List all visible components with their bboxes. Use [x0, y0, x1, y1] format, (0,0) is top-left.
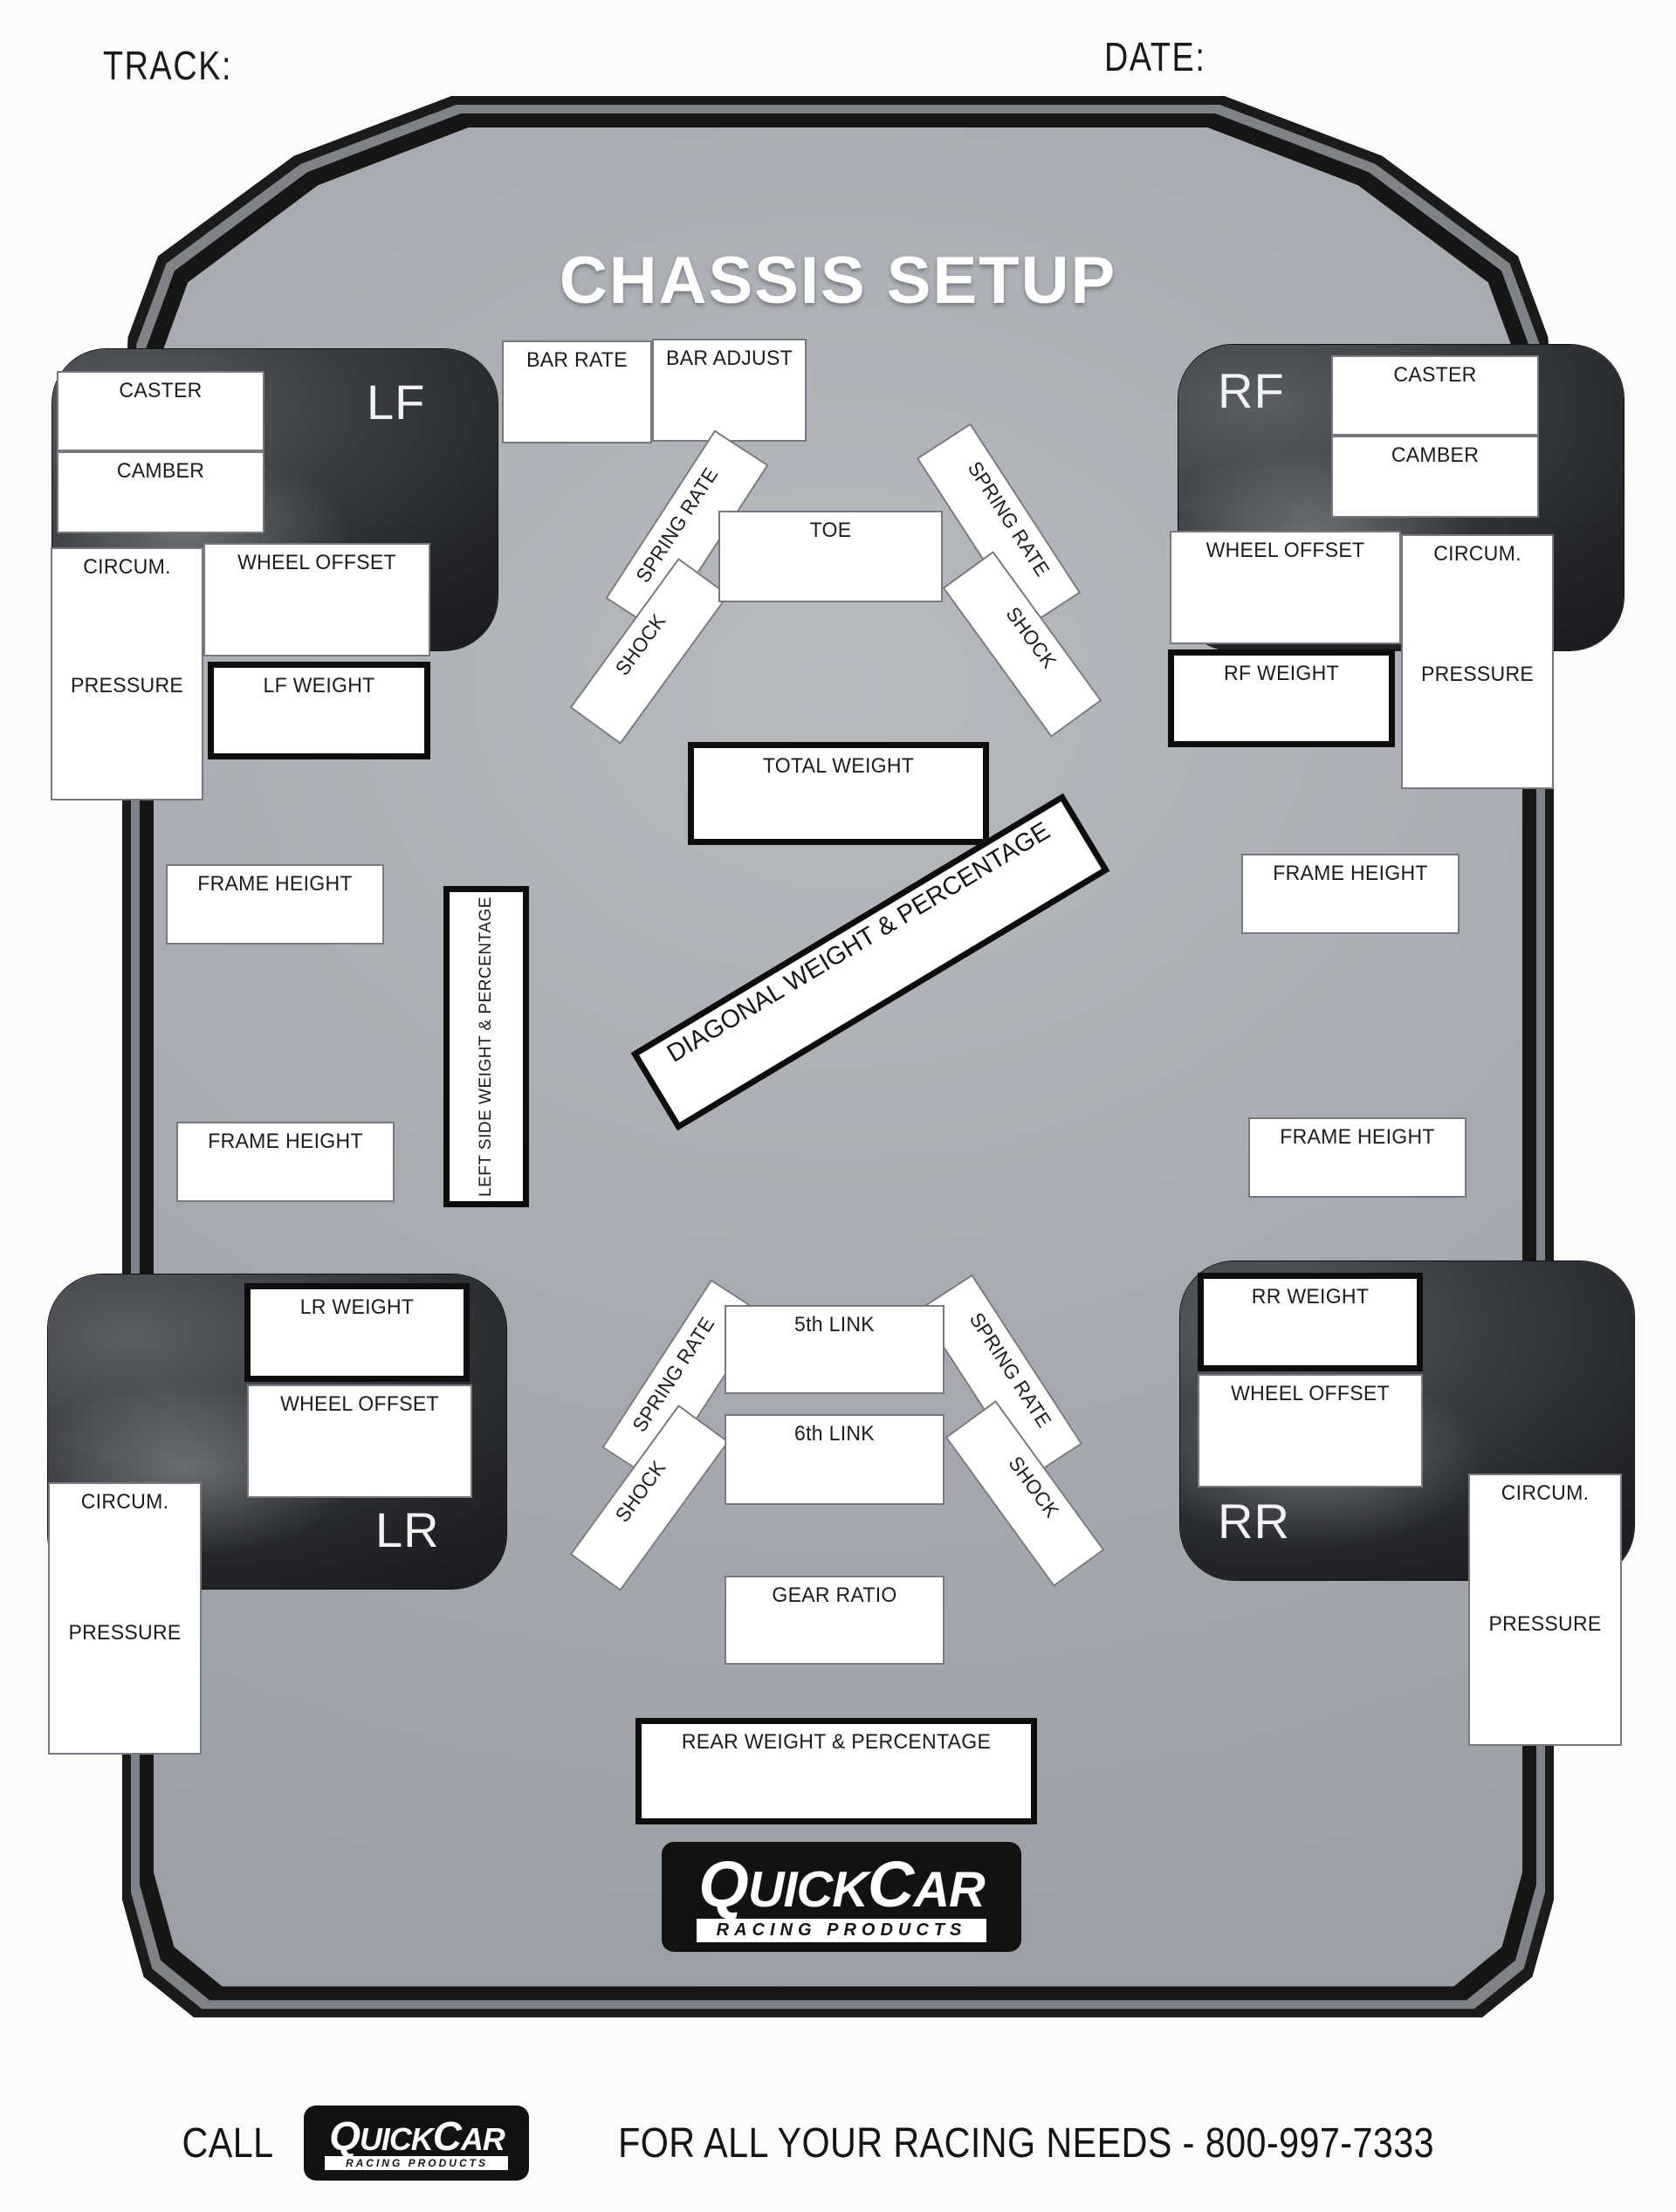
corner-code-lr: LR	[375, 1502, 440, 1557]
quickcar-tagline: RACING PRODUCTS	[697, 1918, 986, 1942]
lf-wheel-offset-label: WHEEL OFFSET	[237, 551, 396, 574]
page-title: CHASSIS SETUP	[559, 244, 1117, 318]
lf-circum-pressure-field[interactable]: CIRCUM. PRESSURE	[51, 547, 203, 800]
footer: CALL QUICKCAR RACING PRODUCTS FOR ALL YO…	[0, 2095, 1676, 2191]
corner-code-rf: RF	[1218, 363, 1285, 418]
bar-adjust-label: BAR ADJUST	[666, 347, 793, 370]
rf-circum-pressure-field[interactable]: CIRCUM. PRESSURE	[1401, 534, 1554, 789]
rf-camber-field[interactable]: CAMBER	[1331, 436, 1539, 518]
track-label: TRACK:	[103, 43, 233, 88]
lf-circum-label: CIRCUM.	[83, 555, 171, 579]
rear-weight-label: REAR WEIGHT & PERCENTAGE	[681, 1730, 992, 1754]
date-label: DATE:	[1104, 34, 1206, 79]
quickcar-wordmark: QUICKCAR	[698, 1851, 985, 1919]
total-weight-label: TOTAL WEIGHT	[762, 754, 915, 778]
quickcar-c: C	[867, 1847, 914, 1920]
footer-quickcar-logo: QUICKCAR RACING PRODUCTS	[304, 2106, 530, 2181]
fifth-link-field[interactable]: 5th LINK	[725, 1305, 944, 1394]
rf-camber-label: CAMBER	[1391, 443, 1480, 467]
toe-field[interactable]: TOE	[718, 511, 943, 602]
rr-wheel-offset-label: WHEEL OFFSET	[1231, 1382, 1390, 1405]
quickcar-uick: UICK	[747, 1861, 869, 1918]
rf-weight-label: RF WEIGHT	[1224, 662, 1339, 685]
toe-label: TOE	[809, 519, 852, 542]
rf-wheel-offset-label: WHEEL OFFSET	[1205, 539, 1365, 562]
lr-pressure-label: PRESSURE	[68, 1621, 182, 1645]
quickcar-q: Q	[698, 1847, 749, 1920]
sixth-link-field[interactable]: 6th LINK	[725, 1414, 944, 1505]
total-weight-field[interactable]: TOTAL WEIGHT	[688, 742, 989, 845]
footer-quickcar-wordmark: QUICKCAR	[329, 2116, 505, 2156]
left-side-weight-label: LEFT SIDE WEIGHT & PERCENTAGE	[477, 896, 495, 1197]
chassis-diagram: CHASSIS SETUP BAR RATE BAR ADJUST LF CAS…	[48, 96, 1634, 2025]
rf-weight-field[interactable]: RF WEIGHT	[1168, 649, 1395, 747]
frame-height-left-front-label: FRAME HEIGHT	[197, 872, 353, 896]
lr-circum-pressure-field[interactable]: CIRCUM. PRESSURE	[48, 1482, 202, 1755]
frame-height-left-rear-label: FRAME HEIGHT	[208, 1130, 363, 1153]
rf-pressure-label: PRESSURE	[1420, 663, 1535, 686]
rf-wheel-offset-field[interactable]: WHEEL OFFSET	[1170, 531, 1401, 644]
rr-pressure-label: PRESSURE	[1488, 1612, 1602, 1636]
rf-circum-label: CIRCUM.	[1433, 542, 1521, 566]
footer-quickcar-ar: AR	[460, 2122, 505, 2157]
footer-quickcar-c: C	[432, 2113, 462, 2159]
bar-rate-field[interactable]: BAR RATE	[502, 340, 652, 443]
rr-weight-label: RR WEIGHT	[1251, 1285, 1370, 1309]
lf-weight-label: LF WEIGHT	[263, 674, 375, 697]
lr-weight-label: LR WEIGHT	[299, 1295, 415, 1319]
rf-caster-field[interactable]: CASTER	[1331, 355, 1539, 436]
frame-height-right-front-field[interactable]: FRAME HEIGHT	[1241, 854, 1460, 934]
corner-code-rr: RR	[1218, 1494, 1290, 1549]
footer-quickcar-uick: UICK	[359, 2122, 434, 2157]
frame-height-left-front-field[interactable]: FRAME HEIGHT	[166, 864, 384, 945]
footer-call-text: CALL	[182, 2119, 274, 2167]
footer-quickcar-q: Q	[329, 2113, 361, 2159]
quickcar-ar: AR	[913, 1861, 985, 1918]
bar-adjust-field[interactable]: BAR ADJUST	[652, 339, 807, 442]
rear-weight-field[interactable]: REAR WEIGHT & PERCENTAGE	[635, 1718, 1037, 1824]
lr-weight-field[interactable]: LR WEIGHT	[244, 1283, 470, 1382]
rf-caster-label: CASTER	[1393, 363, 1477, 387]
lf-caster-field[interactable]: CASTER	[57, 371, 264, 451]
frame-height-right-front-label: FRAME HEIGHT	[1273, 862, 1428, 885]
lr-wheel-offset-field[interactable]: WHEEL OFFSET	[247, 1384, 472, 1498]
frame-height-right-rear-field[interactable]: FRAME HEIGHT	[1248, 1117, 1466, 1198]
rr-circum-label: CIRCUM.	[1501, 1481, 1590, 1505]
frame-height-left-rear-field[interactable]: FRAME HEIGHT	[176, 1122, 395, 1202]
bar-rate-label: BAR RATE	[526, 348, 628, 372]
gear-ratio-field[interactable]: GEAR RATIO	[725, 1576, 944, 1665]
rr-circum-pressure-field[interactable]: CIRCUM. PRESSURE	[1468, 1474, 1622, 1746]
footer-quickcar-tagline: RACING PRODUCTS	[325, 2156, 509, 2170]
gear-ratio-label: GEAR RATIO	[772, 1583, 897, 1607]
left-side-weight-field[interactable]: LEFT SIDE WEIGHT & PERCENTAGE	[443, 886, 529, 1207]
sixth-link-label: 6th LINK	[794, 1422, 875, 1446]
lf-camber-label: CAMBER	[116, 459, 205, 483]
quickcar-logo: QUICKCAR RACING PRODUCTS	[662, 1842, 1021, 1952]
rr-weight-field[interactable]: RR WEIGHT	[1198, 1273, 1423, 1371]
fifth-link-label: 5th LINK	[794, 1313, 875, 1336]
corner-code-lf: LF	[367, 374, 426, 429]
frame-height-right-rear-label: FRAME HEIGHT	[1280, 1125, 1435, 1149]
lf-weight-field[interactable]: LF WEIGHT	[208, 662, 430, 759]
lf-camber-field[interactable]: CAMBER	[57, 451, 264, 533]
lf-pressure-label: PRESSURE	[70, 674, 184, 697]
lf-wheel-offset-field[interactable]: WHEEL OFFSET	[203, 543, 430, 656]
lf-caster-label: CASTER	[119, 379, 203, 402]
lr-circum-label: CIRCUM.	[80, 1490, 169, 1514]
rr-wheel-offset-field[interactable]: WHEEL OFFSET	[1198, 1374, 1423, 1487]
footer-needs-text: FOR ALL YOUR RACING NEEDS - 800-997-7333	[618, 2119, 1435, 2167]
lr-wheel-offset-label: WHEEL OFFSET	[280, 1392, 439, 1416]
